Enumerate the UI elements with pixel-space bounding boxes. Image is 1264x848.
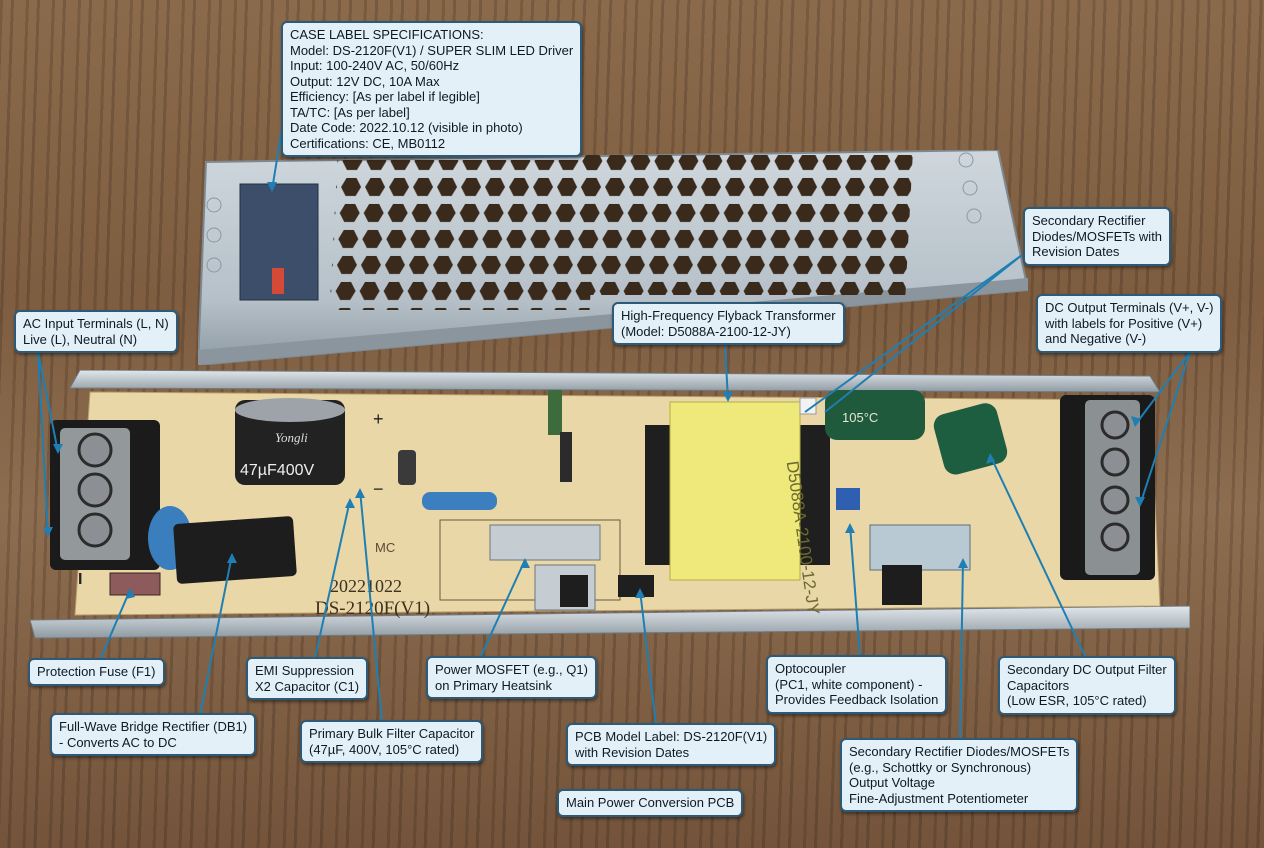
callout-line: Secondary Rectifier Diodes/MOSFETs: [849, 744, 1070, 759]
cap-temperature-rating: 105°C: [842, 410, 878, 425]
callout-line: X2 Capacitor (C1): [255, 678, 360, 694]
callout-line: (Model: D5088A-2100-12-JY): [621, 323, 791, 339]
callout-line: on Primary Heatsink: [435, 677, 553, 693]
minus-marking: −: [373, 479, 384, 499]
callout-line: and Negative (V-): [1045, 331, 1147, 346]
callout-line: Diodes/MOSFETs with: [1032, 228, 1163, 244]
callout-line: (e.g., Schottky or Synchronous): [849, 759, 1032, 775]
pcb-model-marking: DS-2120F(V1): [315, 598, 430, 619]
case-label-line: Output: 12V DC, 10A Max: [290, 73, 440, 89]
primary-heatsink: [439, 519, 621, 611]
callout-line: Capacitors: [1007, 677, 1070, 693]
diode: [560, 432, 572, 482]
secondary-rectifier-bottom-callout: Secondary Rectifier Diodes/MOSFETs (e.g.…: [840, 738, 1079, 812]
primary-bulk-capacitor: 47µF400V Yongli: [235, 398, 345, 485]
callout-line: with Revision Dates: [575, 744, 690, 760]
pcb-model-label-callout: PCB Model Label: DS-2120F(V1) with Revis…: [566, 723, 777, 766]
callout-line: Main Power Conversion PCB: [566, 795, 735, 810]
callout-line: - Converts AC to DC: [59, 734, 177, 750]
callout-line: AC Input Terminals (L, N): [23, 316, 169, 331]
callout-line: Fine-Adjustment Potentiometer: [849, 790, 1029, 806]
main-pcb-callout: Main Power Conversion PCB: [557, 789, 744, 817]
callout-line: Power MOSFET (e.g., Q1): [435, 662, 588, 677]
callout-line: Protection Fuse (F1): [37, 664, 156, 679]
primary-bulk-capacitor-callout: Primary Bulk Filter Capacitor (47µF, 400…: [300, 720, 484, 763]
callout-line: EMI Suppression: [255, 663, 354, 678]
flyback-transformer-callout: High-Frequency Flyback Transformer (Mode…: [612, 302, 845, 345]
case-label-line: Model: DS-2120F(V1) / SUPER SLIM LED Dri…: [290, 42, 574, 58]
ac-input-terminals-callout: AC Input Terminals (L, N) Live (L), Neut…: [14, 310, 178, 353]
case-label-line: Certifications: CE, MB0112: [290, 135, 446, 151]
case-label-line: Input: 100-240V AC, 50/60Hz: [290, 58, 460, 73]
callout-line: Full-Wave Bridge Rectifier (DB1): [59, 719, 248, 734]
callout-line: Secondary DC Output Filter: [1007, 662, 1167, 677]
callout-line: PCB Model Label: DS-2120F(V1): [575, 729, 768, 744]
pcb-date-code: 20221022: [330, 576, 402, 596]
mc-marking: MC: [375, 540, 395, 555]
small-capacitor: [398, 450, 416, 485]
case-label-line: Efficiency: [As per label if legible]: [290, 89, 480, 104]
bulk-cap-brand: Yongli: [275, 430, 308, 445]
case-label-line: Date Code: 2022.10.12 (visible in photo): [290, 120, 523, 135]
callout-line: Primary Bulk Filter Capacitor: [309, 726, 475, 741]
fuse-marking: I: [78, 571, 82, 588]
y-capacitor: [548, 390, 562, 435]
pcb-ic: [618, 575, 654, 597]
secondary-heatsink: [869, 524, 971, 605]
flyback-transformer: D5088A-2100-12-JY: [645, 401, 830, 616]
resistor: [422, 492, 497, 510]
callout-line: Live (L), Neutral (N): [23, 331, 138, 347]
callout-line: Output Voltage: [849, 775, 936, 790]
callout-line: DC Output Terminals (V+, V-): [1045, 300, 1214, 315]
case-label-line: CASE LABEL SPECIFICATIONS:: [290, 27, 484, 42]
optocoupler: [799, 397, 817, 415]
callout-line: (PC1, white component) -: [775, 676, 923, 692]
dc-output-terminal-block: [1060, 395, 1155, 580]
secondary-filter-capacitors-callout: Secondary DC Output Filter Capacitors (L…: [998, 656, 1176, 715]
power-mosfet-callout: Power MOSFET (e.g., Q1) on Primary Heats…: [426, 656, 597, 699]
plus-marking: +: [373, 409, 384, 429]
callout-line: with labels for Positive (V+): [1045, 315, 1203, 331]
trim-potentiometer: [836, 488, 860, 510]
callout-line: Secondary Rectifier: [1032, 213, 1146, 228]
callout-line: Revision Dates: [1032, 244, 1120, 259]
case-label-line: TA/TC: [As per label]: [290, 104, 410, 120]
driver-housing: 47µF400V Yongli + − MC 20221022 DS-2120F…: [30, 370, 1190, 639]
bridge-rectifier-callout: Full-Wave Bridge Rectifier (DB1) - Conve…: [50, 713, 257, 756]
protection-fuse: [109, 572, 161, 596]
bulk-cap-marking: 47µF400V: [240, 462, 314, 479]
protection-fuse-callout: Protection Fuse (F1): [28, 658, 165, 686]
callout-line: Optocoupler: [775, 661, 846, 676]
dc-output-terminals-callout: DC Output Terminals (V+, V-) with labels…: [1036, 294, 1223, 353]
optocoupler-callout: Optocoupler (PC1, white component) - Pro…: [766, 655, 948, 714]
callout-line: (Low ESR, 105°C rated): [1007, 693, 1147, 708]
emi-suppression-callout: EMI Suppression X2 Capacitor (C1): [246, 657, 369, 700]
case-label-specifications-callout: CASE LABEL SPECIFICATIONS: Model: DS-212…: [281, 21, 583, 157]
callout-line: (47µF, 400V, 105°C rated): [309, 741, 460, 757]
ac-input-terminal-block: [50, 420, 160, 570]
callout-line: Provides Feedback Isolation: [775, 692, 939, 707]
secondary-rectifier-top-callout: Secondary Rectifier Diodes/MOSFETs with …: [1023, 207, 1172, 266]
callout-line: High-Frequency Flyback Transformer: [621, 308, 836, 323]
bridge-rectifier: [173, 516, 297, 584]
